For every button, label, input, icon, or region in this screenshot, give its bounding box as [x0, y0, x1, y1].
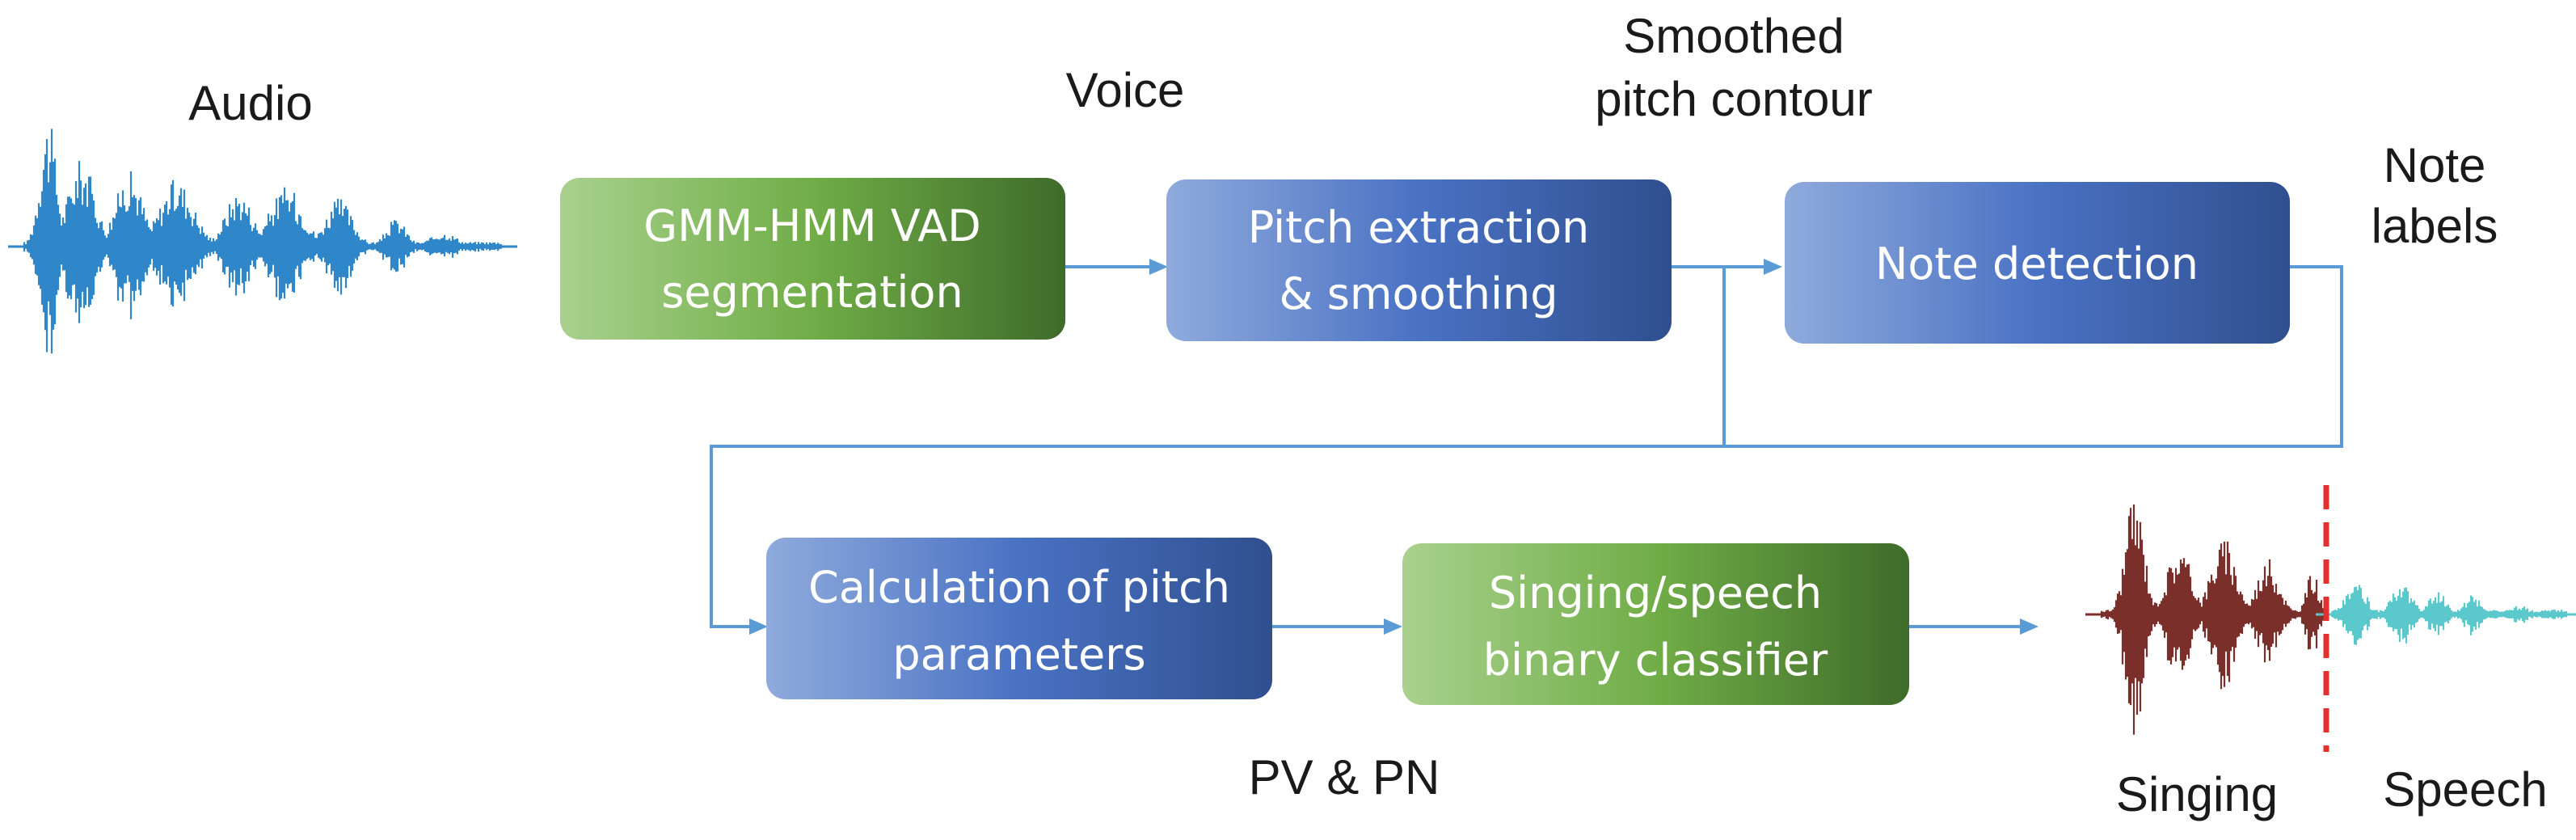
box-vad-line2: segmentation — [661, 267, 963, 318]
box-note-line1: Note detection — [1875, 238, 2199, 289]
box-classifier: Singing/speech binary classifier — [1402, 543, 1909, 705]
box-vad-line1: GMM-HMM VAD — [643, 201, 980, 251]
label-voice: Voice — [1066, 63, 1185, 117]
arrowhead-output — [2020, 618, 2038, 635]
box-calc: Calculation of pitch parameters — [766, 538, 1272, 699]
audio-waveform-icon — [8, 129, 517, 354]
connectors — [710, 259, 2343, 635]
arrowhead-note — [1764, 259, 1782, 275]
label-speech: Speech — [2383, 762, 2548, 817]
box-classifier-line2: binary classifier — [1483, 635, 1828, 686]
box-pitch-line2: & smoothing — [1280, 268, 1558, 319]
box-vad: GMM-HMM VAD segmentation — [560, 178, 1065, 340]
box-pitch-line1: Pitch extraction — [1248, 202, 1589, 253]
arrowhead-classifier — [1384, 618, 1402, 635]
arrowhead-pitch — [1149, 259, 1168, 275]
label-smoothed-line1: Smoothed — [1623, 9, 1845, 63]
box-classifier-line1: Singing/speech — [1489, 568, 1822, 618]
label-audio: Audio — [188, 76, 312, 130]
connector-note-out — [710, 265, 2343, 628]
box-calc-line1: Calculation of pitch — [808, 562, 1230, 613]
label-pv-pn: PV & PN — [1249, 750, 1440, 804]
label-note-line1: Note — [2384, 138, 2486, 192]
box-pitch: Pitch extraction & smoothing — [1166, 179, 1672, 341]
singing-waveform-icon — [2085, 504, 2340, 735]
label-note-line2: labels — [2372, 199, 2498, 253]
arrowhead-calc — [749, 618, 768, 635]
label-singing: Singing — [2116, 767, 2278, 821]
box-note: Note detection — [1785, 182, 2290, 344]
speech-waveform-icon — [2316, 585, 2576, 645]
box-calc-line2: parameters — [892, 629, 1145, 680]
label-smoothed-line2: pitch contour — [1595, 72, 1873, 126]
